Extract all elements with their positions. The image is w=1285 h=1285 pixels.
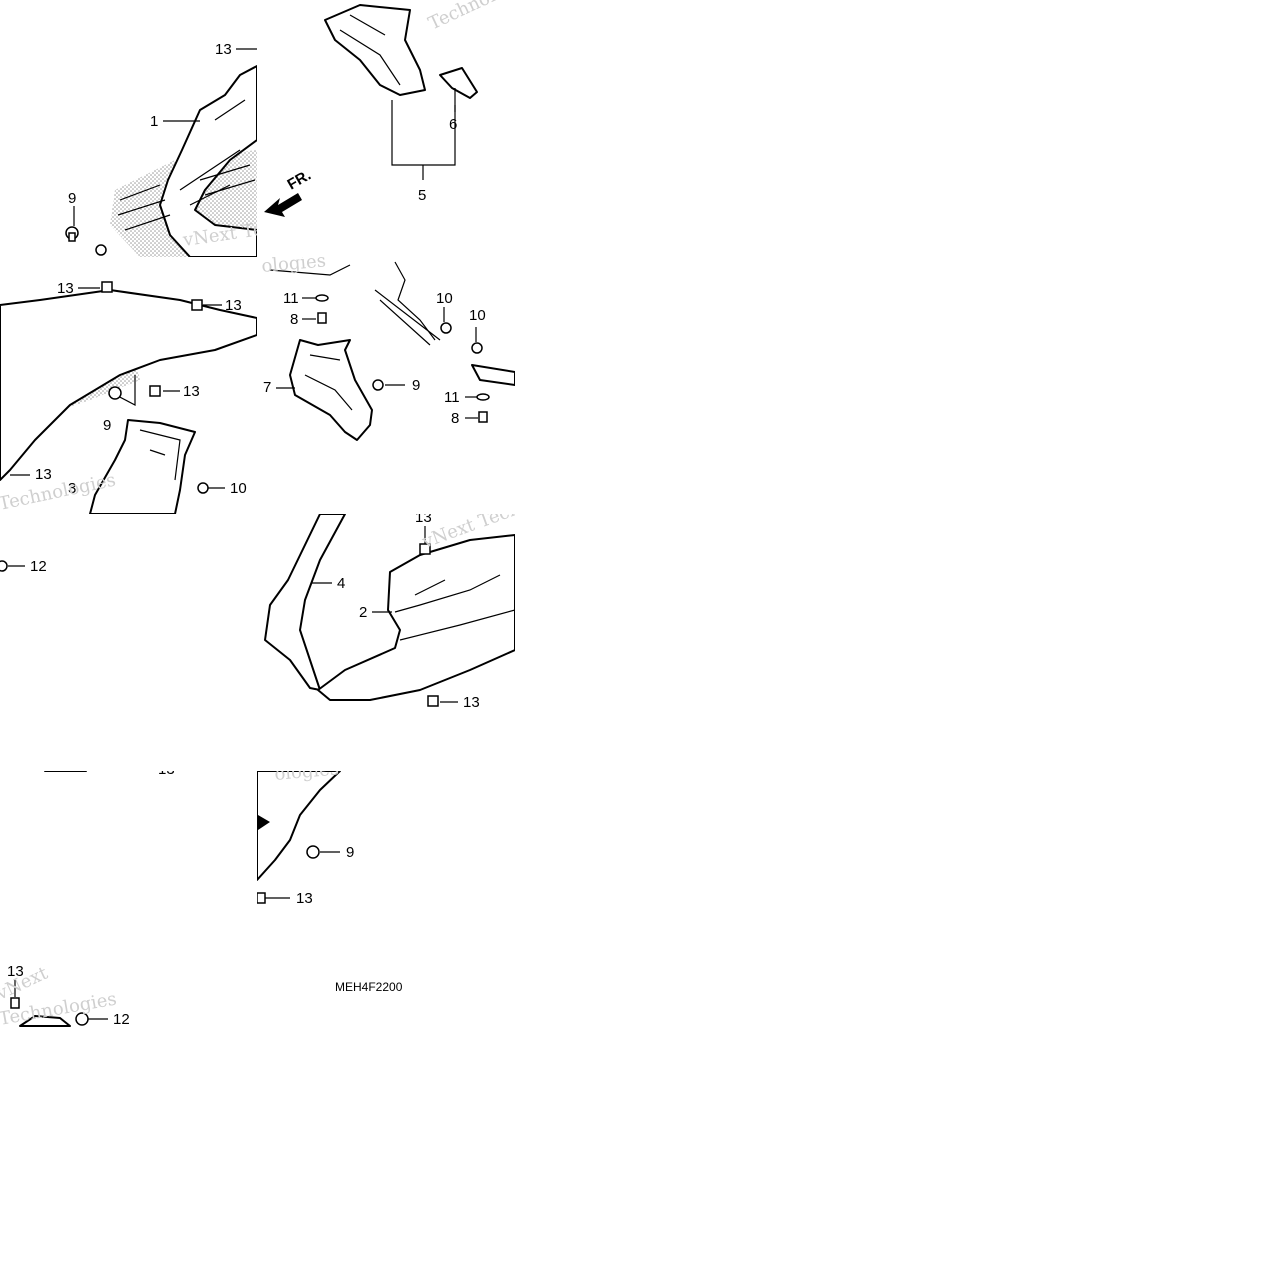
clip-icon	[419, 543, 431, 555]
cover-edge	[44, 771, 87, 772]
clip-icon	[0, 560, 8, 572]
upper-edge	[269, 261, 436, 341]
screw-icon	[306, 845, 320, 859]
bolt-icon	[317, 312, 327, 324]
clip-icon	[427, 695, 439, 707]
callout-13: 13	[415, 509, 432, 526]
callout-8: 8	[451, 410, 459, 427]
callout-2: 2	[359, 604, 367, 621]
callout-10: 10	[230, 480, 247, 497]
callout-9: 9	[412, 377, 420, 394]
nut-icon	[471, 342, 483, 354]
lower-cover-part-2	[317, 534, 515, 701]
callout-10: 10	[436, 290, 453, 307]
tile-inner-panel: FR. 6 5 Technolo	[264, 0, 508, 217]
front-arrow-icon: FR.	[264, 167, 314, 217]
tile-emblem-panel: 9 13 ologies	[257, 771, 354, 907]
svg-text:FR.: FR.	[285, 167, 314, 194]
screw-icon	[65, 226, 79, 242]
diagram-code: MEH4F2200	[335, 980, 403, 994]
callout-6: 6	[449, 116, 457, 133]
emblem-icon	[258, 815, 270, 830]
callout-12: 12	[113, 1011, 130, 1028]
tile-fastener: 12	[0, 558, 47, 575]
callout-9: 9	[103, 417, 111, 434]
nut-icon	[197, 482, 209, 494]
callout-5: 5	[418, 187, 426, 204]
callout-9: 9	[68, 190, 76, 207]
callout-13: 13	[463, 694, 480, 711]
clip-icon	[191, 299, 203, 311]
lower-panel-part-3	[89, 419, 196, 514]
front-cover-stripes	[117, 164, 256, 231]
nut-icon	[440, 322, 452, 334]
callout-10: 10	[469, 307, 486, 324]
callout-9: 9	[346, 844, 354, 861]
washer-icon	[476, 393, 490, 401]
tile-lower-covers: 13 4 2 13 vNext Techno	[264, 509, 515, 711]
clip-icon	[101, 281, 113, 293]
emblem-panel	[257, 771, 341, 881]
cover-piece-part-6	[439, 67, 478, 99]
tile-upper-cover: 13 13 13 9 13 3 10 Technologies	[0, 280, 257, 514]
callout-7: 7	[263, 379, 271, 396]
watermark-text: Technolo	[425, 0, 508, 35]
callout-12: 12	[30, 558, 47, 575]
callout-1: 1	[150, 113, 158, 130]
watermark-text: vNext Tec	[188, 736, 282, 765]
clip-icon	[257, 892, 266, 904]
callout-11: 11	[444, 389, 460, 406]
callout-13: 13	[57, 280, 74, 297]
screw-icon	[108, 386, 122, 400]
bolt-icon	[478, 411, 488, 423]
callout-13: 13	[225, 297, 242, 314]
callout-13: 13	[222, 743, 239, 760]
callout-13: 13	[215, 41, 232, 58]
side-bracket-part-7	[289, 339, 373, 441]
bracket-5	[391, 88, 456, 166]
inner-panel-part-5	[324, 4, 426, 96]
callout-13: 13	[35, 466, 52, 483]
washer-icon	[315, 294, 329, 302]
screw-icon	[95, 244, 107, 256]
callout-4: 4	[337, 575, 345, 592]
tile-side-bracket: 11 8 10 10 7 9 11 8 ologies	[261, 250, 515, 441]
side-panel-piece	[471, 364, 515, 386]
stay-bar	[374, 289, 441, 346]
clip-icon	[149, 385, 161, 397]
callout-13: 13	[7, 963, 24, 980]
cover-edge	[19, 1015, 71, 1027]
callout-8: 8	[290, 311, 298, 328]
tile-front-cover: 13 1 9 vNext Tec	[65, 41, 257, 257]
side-cover-part-4	[264, 514, 346, 691]
front-cover-part-1	[159, 65, 257, 257]
callout-3: 3	[68, 480, 76, 497]
callout-13: 13	[158, 761, 175, 778]
screw-icon	[372, 379, 384, 391]
tile-partial-cover: 13 13 vNext Tec	[44, 736, 282, 778]
callout-13: 13	[296, 890, 313, 907]
callout-11: 11	[283, 290, 299, 307]
tile-bottom-fragment: 13 12 vNext Technologies	[0, 962, 130, 1030]
callout-13: 13	[183, 383, 200, 400]
clip-icon	[10, 997, 20, 1009]
upper-cover-outline	[0, 289, 257, 481]
watermark-text: ologies	[261, 250, 327, 277]
